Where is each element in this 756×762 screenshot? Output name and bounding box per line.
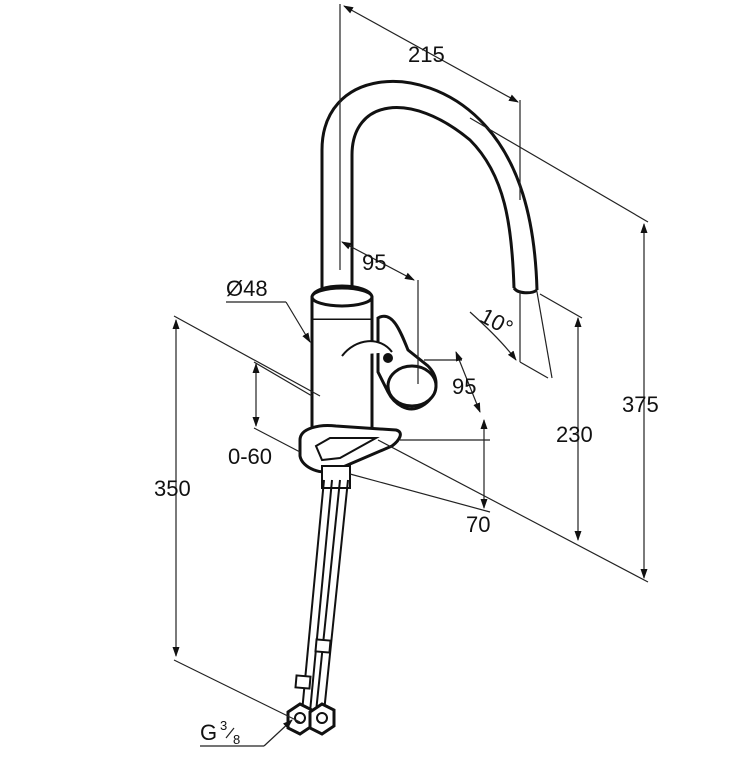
- dim-spout-reach: 215: [339, 4, 521, 270]
- hose-right-a: [315, 479, 341, 713]
- lever-knob: [386, 364, 438, 408]
- dim-deck-thickness-label: 0-60: [228, 444, 272, 469]
- dim-base-offset: 70: [349, 419, 490, 537]
- connection-thread-label: G 3 8: [200, 718, 293, 747]
- faucet-body: [298, 79, 539, 489]
- mounting-plate-inner: [314, 437, 380, 462]
- thread-main: G: [200, 720, 217, 745]
- dim-lever-reach-top: 95: [341, 241, 419, 384]
- hose-ferrule-left: [294, 674, 312, 690]
- connector-nut-right-hole: [316, 712, 328, 724]
- dim-spout-height-label: 230: [556, 422, 593, 447]
- dim-spout-angle: 10°: [469, 291, 553, 379]
- thread-denominator: 8: [233, 732, 240, 747]
- threaded-shank: [321, 465, 351, 489]
- dim-spout-reach-label: 215: [408, 42, 445, 67]
- dim-body-diameter-label: Ø48: [226, 276, 268, 301]
- body-collar-top: [310, 286, 374, 308]
- hose-left-a: [301, 479, 325, 713]
- spout-tip: [512, 286, 538, 295]
- hose-ferrule-right: [314, 638, 332, 654]
- dim-total-height-label: 375: [622, 392, 659, 417]
- dim-base-offset-label: 70: [466, 512, 490, 537]
- dim-body-diameter: Ø48: [226, 276, 311, 343]
- dim-lever-side-label: 95: [452, 374, 476, 399]
- supply-hoses: [286, 479, 349, 736]
- dim-spout-angle-label: 10°: [476, 303, 517, 341]
- dim-hose-length: 350: [154, 315, 321, 723]
- dim-lever-reach-side: 95: [424, 351, 481, 413]
- dim-spout-height: 230: [539, 293, 593, 541]
- dim-lever-top-label: 95: [362, 250, 386, 275]
- lever-pivot: [383, 353, 393, 363]
- dim-total-height: 375: [377, 117, 659, 583]
- hose-left-b: [309, 479, 333, 713]
- lever-cam: [341, 340, 393, 357]
- hose-right-b: [323, 479, 349, 713]
- body-cylinder: [310, 320, 374, 443]
- thread-numerator: 3: [220, 718, 227, 733]
- dim-hose-length-label: 350: [154, 476, 191, 501]
- dim-deck-thickness: 0-60: [228, 361, 313, 469]
